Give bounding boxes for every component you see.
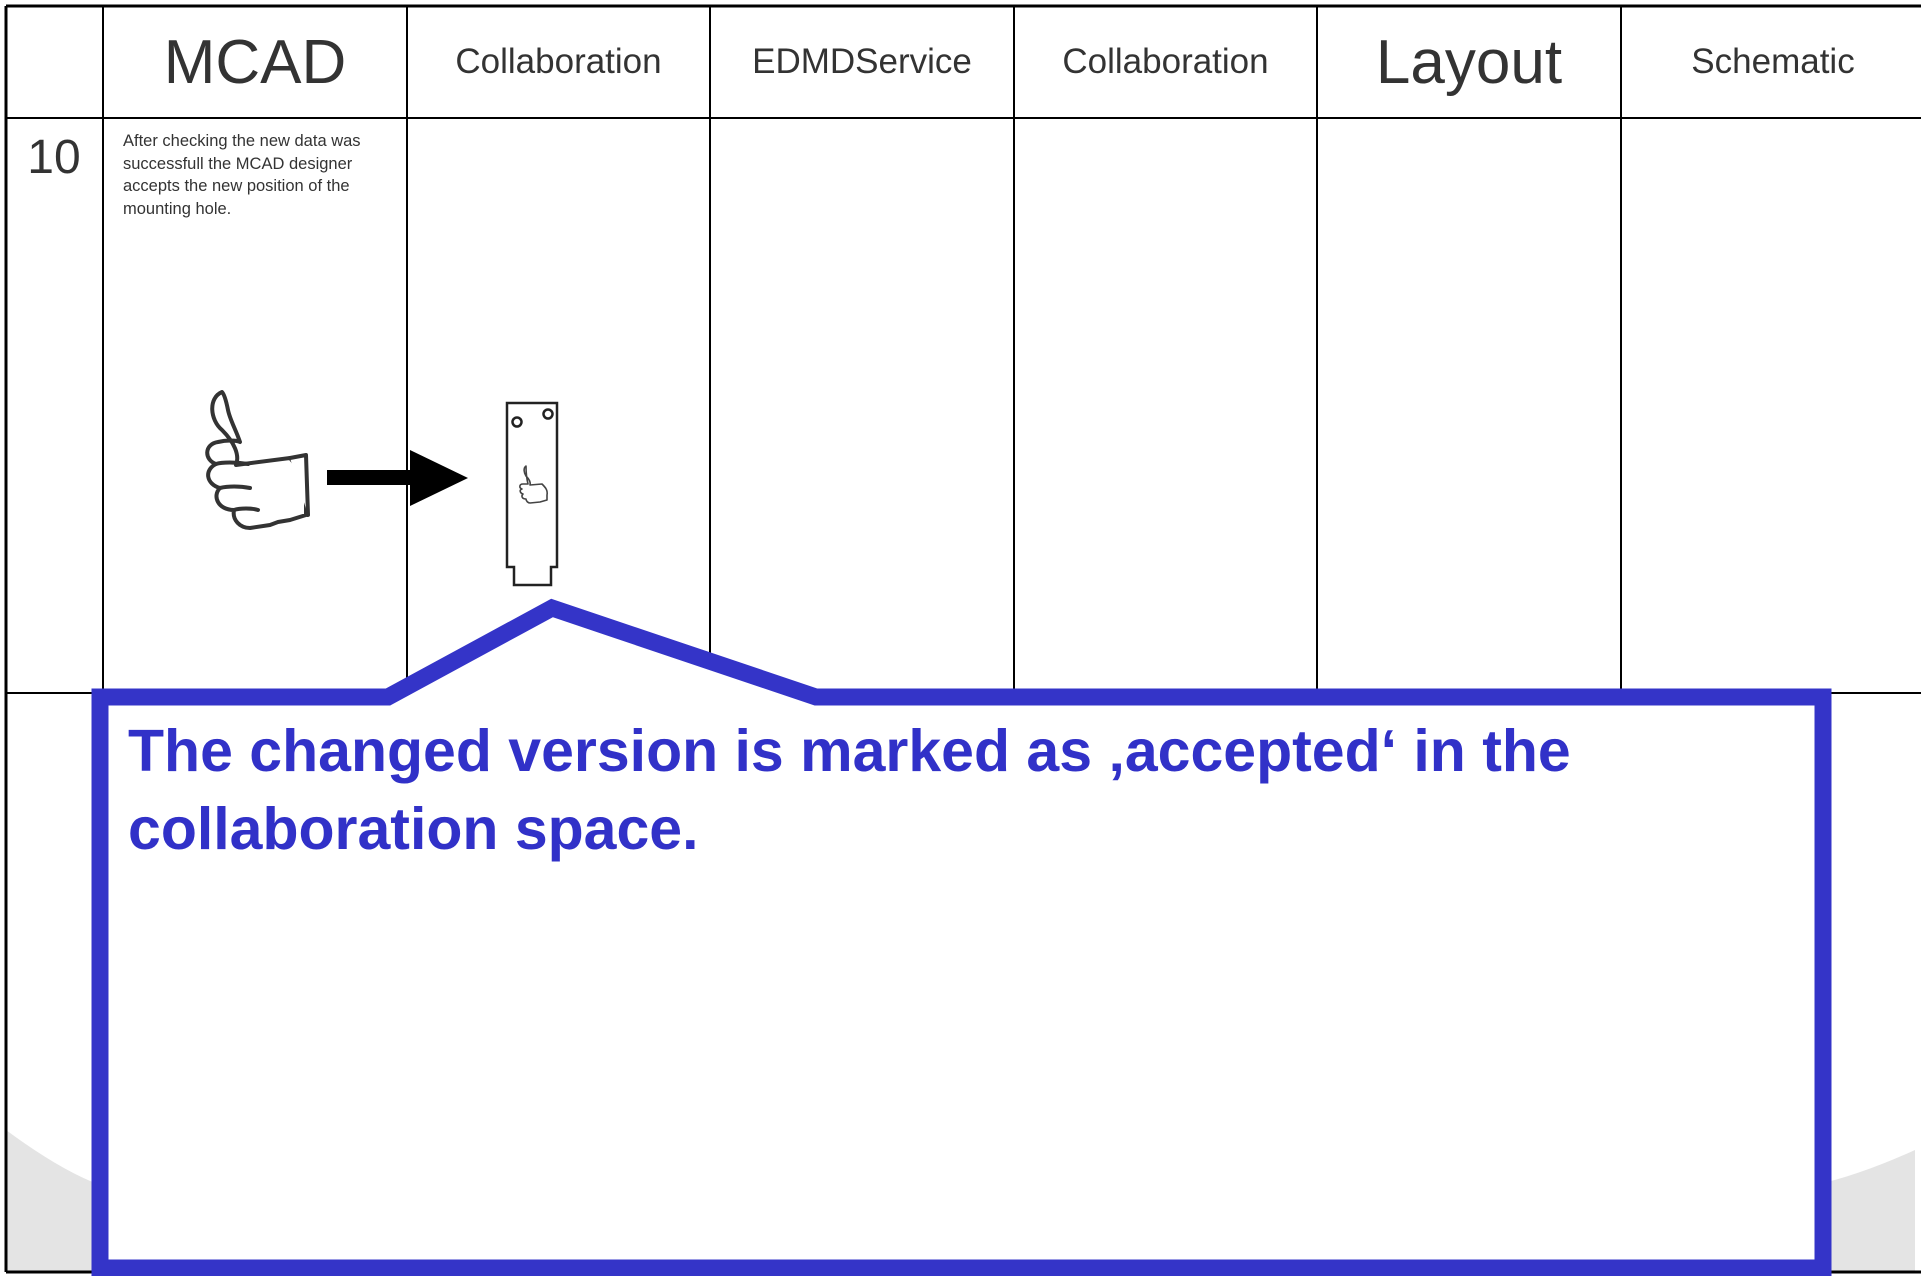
thumbs-up-icon: [205, 390, 310, 530]
column-header-mcad: MCAD: [163, 27, 347, 97]
arrow-right-icon: [327, 450, 468, 506]
thumbs-up-small-icon: [519, 465, 548, 504]
bottom-right-shadow: [1815, 1150, 1915, 1272]
grid-lines: [4, 4, 1921, 1274]
callout-text: The changed version is marked as ‚accept…: [128, 718, 1571, 862]
step-description: After checking the new data was successf…: [123, 132, 361, 218]
column-header-edmdservice: EDMDService: [752, 42, 972, 81]
column-header-collaboration-2: Collaboration: [1062, 42, 1269, 81]
bottom-left-shadow: [6, 1130, 100, 1272]
column-header-layout: Layout: [1375, 27, 1563, 97]
step-number: 10: [27, 131, 81, 184]
column-header-schematic: Schematic: [1691, 42, 1855, 81]
column-header-collaboration: Collaboration: [455, 42, 662, 81]
callout-bubble: [91, 598, 1832, 1276]
